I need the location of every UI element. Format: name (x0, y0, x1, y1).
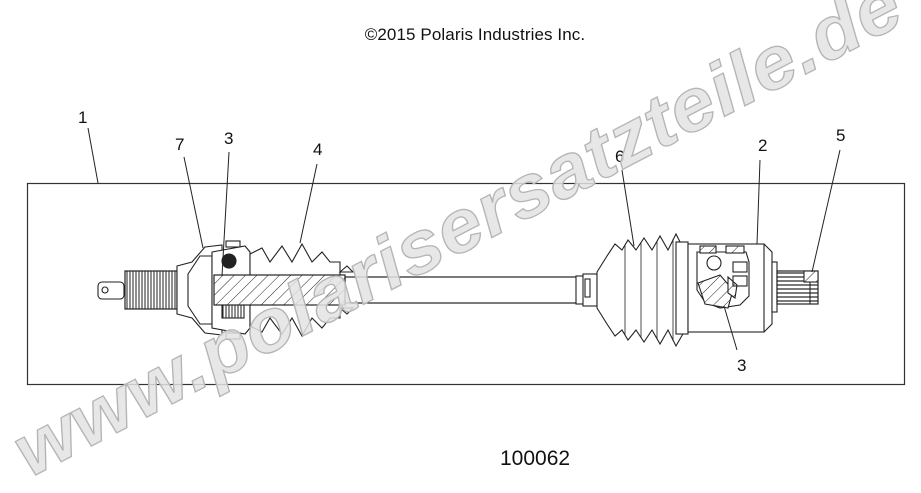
leader-1 (87, 127, 99, 184)
leader-3b (723, 305, 738, 351)
leader-5 (811, 149, 841, 273)
leader-6 (621, 169, 635, 247)
callout-3-inner: 3 (224, 129, 234, 148)
callout-6: 6 (615, 147, 625, 166)
leader-4 (299, 163, 318, 244)
assembly-frame (26, 182, 906, 386)
copyright-text: ©2015 Polaris Industries Inc. (364, 25, 586, 44)
callout-5: 5 (836, 126, 846, 145)
leader-7 (183, 156, 204, 249)
figure-number: 100062 (500, 447, 571, 470)
callout-3-outer: 3 (737, 356, 747, 375)
leader-lines (87, 127, 841, 351)
callout-2: 2 (758, 136, 768, 155)
callout-1: 1 (78, 108, 88, 127)
shaft-bar (344, 276, 581, 304)
callout-4: 4 (313, 140, 323, 159)
callout-7: 7 (175, 135, 185, 154)
leader-2 (756, 159, 761, 245)
outer-joint (575, 232, 819, 348)
leader-3a (221, 151, 230, 277)
inner-joint (97, 240, 355, 340)
